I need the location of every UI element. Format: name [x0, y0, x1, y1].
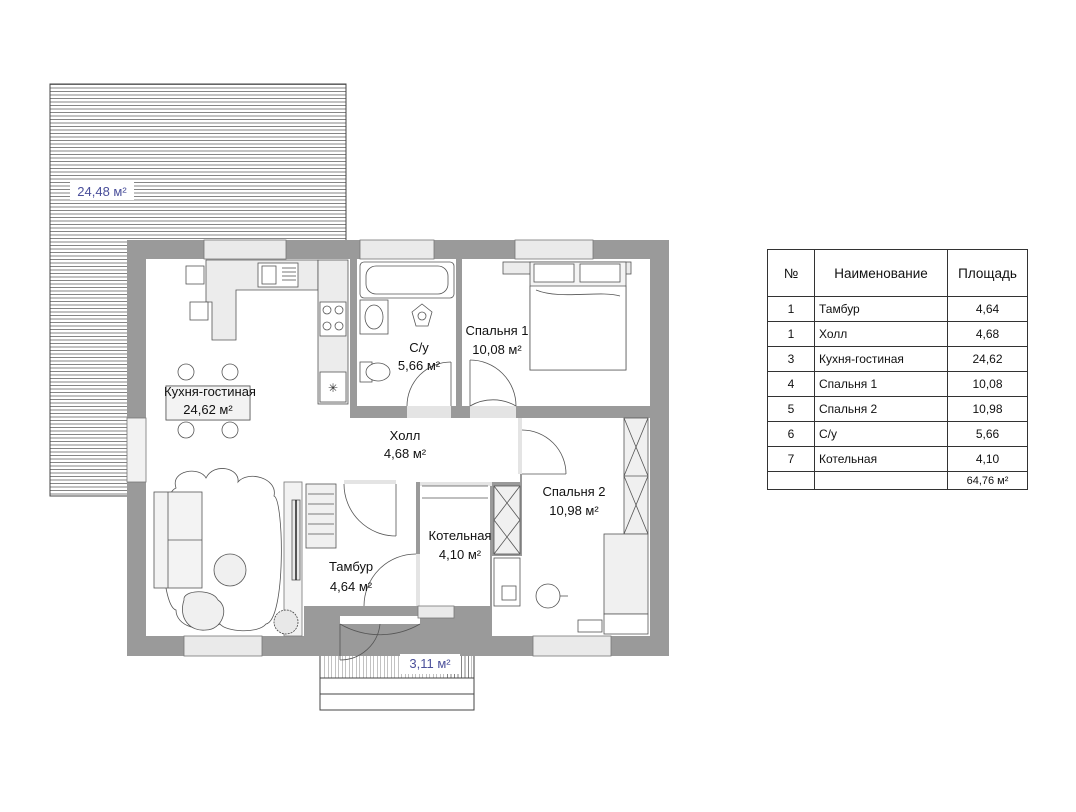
row-num: 3 — [767, 346, 815, 372]
room-area-boiler: 4,10 м² — [439, 547, 482, 562]
table-row: 1 Тамбур 4,64 — [767, 296, 1028, 322]
row-num: 6 — [767, 421, 815, 447]
room-name-boiler: Котельная — [429, 528, 492, 543]
table-total-row: 64,76 м² — [767, 471, 1028, 490]
total-empty-name — [814, 471, 948, 490]
room-area-hall: 4,68 м² — [384, 446, 427, 461]
living-furniture — [153, 468, 301, 635]
header-num: № — [767, 249, 815, 297]
room-name-bathroom: С/у — [409, 340, 429, 355]
row-num: 7 — [767, 446, 815, 472]
room-name-bedroom1: Спальня 1 — [465, 323, 528, 338]
row-area: 24,62 — [947, 346, 1028, 372]
header-name: Наименование — [814, 249, 948, 297]
row-area: 10,98 — [947, 396, 1028, 422]
row-name: Холл — [814, 321, 948, 347]
row-name: Кухня-гостиная — [814, 346, 948, 372]
room-area-vestibule: 4,64 м² — [330, 579, 373, 594]
door-swings — [339, 359, 567, 661]
row-area: 5,66 — [947, 421, 1028, 447]
bedroom2-furniture — [493, 417, 649, 635]
row-area: 4,10 — [947, 446, 1028, 472]
room-name-bedroom2: Спальня 2 — [542, 484, 605, 499]
room-labels: Кухня-гостиная 24,62 м² С/у 5,66 м² Спал… — [164, 323, 606, 594]
terrace-area: 24,48 м² — [77, 184, 127, 199]
row-num: 1 — [767, 296, 815, 322]
room-name-kitchen: Кухня-гостиная — [164, 384, 256, 399]
row-name: Котельная — [814, 446, 948, 472]
table-row: 7 Котельная 4,10 — [767, 446, 1028, 472]
table-header-row: № Наименование Площадь — [767, 249, 1028, 297]
vestibule-furniture — [305, 483, 521, 555]
room-area-bedroom1: 10,08 м² — [472, 342, 522, 357]
header-area: Площадь — [947, 249, 1028, 297]
bathroom-fixtures — [359, 261, 455, 383]
total-empty-num — [767, 471, 815, 490]
row-area: 10,08 — [947, 371, 1028, 397]
row-area: 4,68 — [947, 321, 1028, 347]
row-name: Спальня 2 — [814, 396, 948, 422]
outdoor-labels: 24,48 м² 3,11 м² — [70, 182, 460, 674]
room-name-vestibule: Тамбур — [329, 559, 373, 574]
row-name: Тамбур — [814, 296, 948, 322]
row-num: 5 — [767, 396, 815, 422]
room-area-bathroom: 5,66 м² — [398, 358, 441, 373]
table-row: 3 Кухня-гостиная 24,62 — [767, 346, 1028, 372]
total-area: 64,76 м² — [947, 471, 1028, 490]
porch-area: 3,11 м² — [409, 656, 451, 671]
table-row: 5 Спальня 2 10,98 — [767, 396, 1028, 422]
table-row: 4 Спальня 1 10,08 — [767, 371, 1028, 397]
room-area-bedroom2: 10,98 м² — [549, 503, 599, 518]
room-name-hall: Холл — [390, 428, 421, 443]
table-row: 6 С/у 5,66 — [767, 421, 1028, 447]
bedroom1-furniture — [502, 261, 632, 371]
row-name: С/у — [814, 421, 948, 447]
row-area: 4,64 — [947, 296, 1028, 322]
row-num: 1 — [767, 321, 815, 347]
svg-text:✳: ✳ — [328, 381, 338, 395]
table-row: 1 Холл 4,68 — [767, 321, 1028, 347]
row-num: 4 — [767, 371, 815, 397]
row-name: Спальня 1 — [814, 371, 948, 397]
room-area-table: № Наименование Площадь 1 Тамбур 4,64 1 Х… — [767, 249, 1028, 490]
room-area-kitchen: 24,62 м² — [183, 402, 233, 417]
